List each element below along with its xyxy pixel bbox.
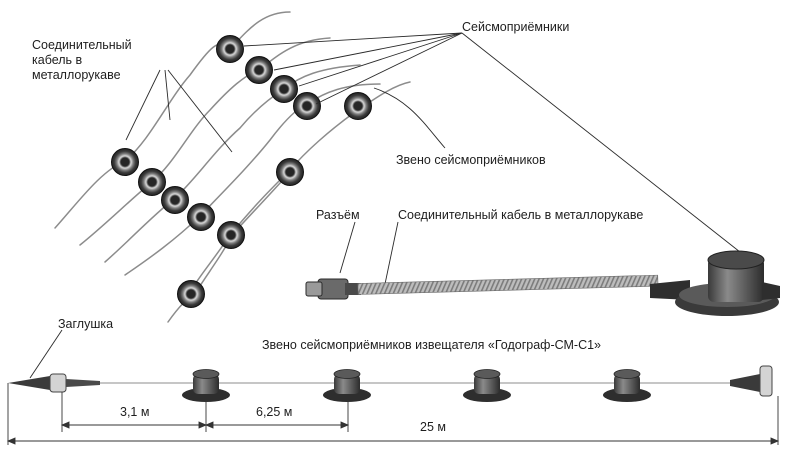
receiver-puck	[245, 56, 273, 84]
receiver-puck	[344, 92, 372, 120]
receiver-puck	[138, 168, 166, 196]
dimension-spacing-between: 6,25 м	[256, 405, 293, 419]
label-connector: Разъём	[316, 208, 360, 222]
receiver-puck	[187, 203, 215, 231]
receiver-puck	[216, 35, 244, 63]
dimension-total-length: 25 м	[420, 420, 446, 434]
link-receiver-node	[181, 369, 231, 403]
label-connecting-cable-sleeve: Соединительный кабель в металлорукаве	[32, 38, 132, 82]
receiver-puck	[276, 158, 304, 186]
link-receiver-node	[462, 369, 512, 403]
label-link-title: Звено сейсмоприёмников извещателя «Годог…	[262, 338, 602, 352]
leader-lines	[29, 32, 741, 379]
receiver-puck	[161, 186, 189, 214]
receiver-puck	[270, 75, 298, 103]
link-receiver-node	[602, 369, 652, 403]
receiver-puck	[111, 148, 139, 176]
dimension-spacing-first: 3,1 м	[120, 405, 150, 419]
dimension-lines	[6, 383, 780, 445]
connector-assembly	[305, 250, 780, 316]
receiver-puck	[177, 280, 205, 308]
receiver-puck	[217, 221, 245, 249]
label-seismic-receivers: Сейсмоприёмники	[462, 20, 570, 34]
label-receiver-link: Звено сейсмоприёмников	[396, 153, 546, 167]
label-connecting-cable-full: Соединительный кабель в металлорукаве	[398, 208, 644, 222]
receiver-link-assembly	[8, 365, 773, 403]
link-receiver-node	[322, 369, 372, 403]
label-plug: Заглушка	[58, 317, 114, 331]
receiver-puck	[293, 92, 321, 120]
